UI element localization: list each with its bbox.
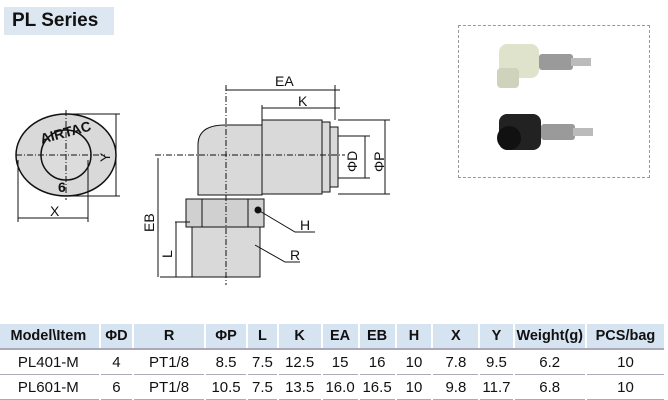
- cell: 15: [320, 349, 359, 375]
- cell: PT1/8: [132, 349, 205, 375]
- label-eb: EB: [141, 213, 157, 232]
- cell: 7.5: [246, 374, 278, 400]
- header-cell: Y: [478, 324, 514, 350]
- side-view: EA K ΦD ΦP EB L H R: [141, 73, 390, 285]
- label-l: L: [159, 250, 175, 258]
- table-header-row: Model\Item ΦD R ΦP L K EA EB H X Y Weigh…: [0, 324, 664, 350]
- label-y: Y: [97, 152, 113, 162]
- header-cell: H: [394, 324, 433, 350]
- header-cell: EA: [320, 324, 359, 350]
- cell: 10: [584, 374, 664, 400]
- header-cell: EB: [357, 324, 396, 350]
- cell: 4: [98, 349, 134, 375]
- cell: 11.7: [478, 374, 514, 400]
- label-k: K: [298, 93, 308, 109]
- cell: 7.5: [246, 349, 278, 375]
- cell: 16.0: [320, 374, 359, 400]
- label-h: H: [300, 217, 310, 233]
- spec-table: Model\Item ΦD R ΦP L K EA EB H X Y Weigh…: [0, 324, 664, 400]
- size-mark: 6: [58, 179, 66, 195]
- header-cell: ΦD: [98, 324, 134, 350]
- cell: 16: [357, 349, 396, 375]
- label-d: ΦD: [344, 151, 360, 172]
- header-cell: Model\Item: [0, 324, 100, 350]
- cell-model: PL401-M: [0, 349, 100, 375]
- header-cell: R: [132, 324, 205, 350]
- cell: 10: [394, 374, 433, 400]
- label-ea: EA: [275, 73, 294, 89]
- cell: 10: [394, 349, 433, 375]
- cell: 10.5: [203, 374, 248, 400]
- label-x: X: [50, 203, 60, 219]
- label-r: R: [290, 247, 300, 263]
- cell: 8.5: [203, 349, 248, 375]
- cell: 9.5: [478, 349, 514, 375]
- product-photo: [458, 25, 650, 178]
- cell: 12.5: [276, 349, 322, 375]
- cell: PT1/8: [132, 374, 205, 400]
- header-cell: L: [246, 324, 278, 350]
- series-title: PL Series: [4, 7, 114, 35]
- cell: 6.8: [512, 374, 586, 400]
- cell-model: PL601-M: [0, 374, 100, 400]
- front-view: AIRTAC 6 X Y: [15, 110, 120, 222]
- cell: 9.8: [431, 374, 480, 400]
- cell: 13.5: [276, 374, 322, 400]
- cell: 10: [584, 349, 664, 375]
- cell: 6.2: [512, 349, 586, 375]
- cell: 6: [98, 374, 134, 400]
- header-cell: ΦP: [203, 324, 248, 350]
- label-p: ΦP: [371, 151, 387, 172]
- cell: 16.5: [357, 374, 396, 400]
- header-cell: PCS/bag: [584, 324, 664, 350]
- header-cell: Weight(g): [512, 324, 586, 350]
- header-cell: X: [431, 324, 480, 350]
- cell: 7.8: [431, 349, 480, 375]
- technical-drawing: AIRTAC 6 X Y EA K ΦD ΦP EB L H R: [15, 73, 390, 285]
- header-cell: K: [276, 324, 322, 350]
